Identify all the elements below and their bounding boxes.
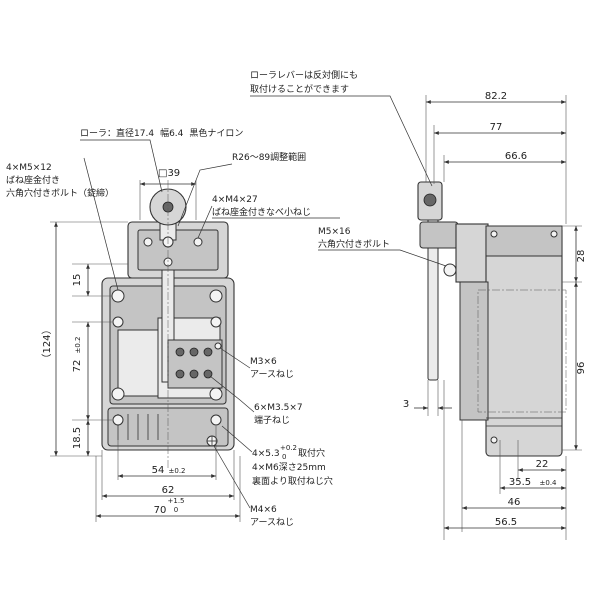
roller-lever-note-2: 取付けることができます (250, 83, 349, 95)
side-cover (459, 281, 489, 421)
dim-46: 46 (508, 497, 521, 508)
dim-124: （124） (41, 324, 53, 363)
mount-hole-tolerance-plus: +0.2 (280, 444, 297, 452)
front-view (101, 180, 235, 470)
head-screw (193, 237, 203, 247)
bolt-m5x12-label-2: ばね座金付き (6, 174, 60, 186)
terminal-screw (175, 347, 185, 357)
mount-m6-label: 4×M6深さ25mm (252, 462, 326, 473)
roller-lever-note-1: ローラレバーは反対側にも (250, 69, 358, 81)
dim-54-tolerance: ±0.2 (169, 467, 186, 475)
dim-56-5: 56.5 (495, 517, 517, 528)
lever-hub (419, 221, 459, 249)
bolt-m5x12-label-3: 六角穴付きボルト（錠締） (6, 187, 114, 199)
terminal-screw-label: 6×M3.5×7 (254, 403, 303, 413)
mount-back-label: 裏面より取付ねじ穴 (252, 475, 333, 487)
square-39: □39 (158, 168, 180, 179)
terminal-screw-label-2: 端子ねじ (254, 414, 290, 426)
cover-bolt (111, 387, 125, 401)
bolt-m5x16-label-2: 六角穴付きボルト (318, 238, 390, 250)
dim-18-5: 18.5 (72, 427, 83, 449)
earth-screw-m4x6-label-2: アースねじ (250, 517, 294, 528)
terminal-screw (189, 347, 199, 357)
mount-hole-suffix: 取付穴 (298, 447, 325, 459)
cover-window (117, 329, 159, 397)
head-panel (137, 229, 219, 271)
earth-screw-m3x6-label-2: アースねじ (250, 369, 294, 380)
screw-m4x27-label: 4×M4×27 (212, 195, 258, 205)
cover-bolt (209, 289, 223, 303)
dim-62: 62 (162, 485, 175, 496)
dim-70-tolerance-plus: +1.5 (168, 497, 185, 505)
mount-hole-tolerance-minus: 0 (282, 453, 286, 461)
r-adjust-range: R26～89調整範囲 (232, 151, 306, 163)
dim-22: 22 (536, 459, 549, 470)
dim-15: 15 (72, 274, 83, 287)
terminal-screw (175, 369, 185, 379)
terminal-screws (175, 347, 213, 379)
screw-m4x27-label-2: ばね座金付きなべ小ねじ (212, 206, 311, 218)
cover-bolt (111, 289, 125, 303)
terminal-block (167, 339, 223, 389)
cover-bolt (209, 387, 223, 401)
side-body (485, 225, 563, 457)
dim-96: 96 (576, 362, 587, 375)
dim-72-tolerance: ±0.2 (74, 337, 82, 354)
earth-screw-m4x6-label: M4×6 (250, 505, 277, 515)
mount-hole (112, 414, 124, 426)
side-screw (490, 230, 498, 238)
dim-35-5-tolerance: ±0.4 (540, 479, 558, 487)
side-body-top (485, 225, 563, 257)
terminal-screw (203, 347, 213, 357)
dim-70-tolerance-minus: 0 (174, 506, 178, 514)
mount-hole-label: 4×5.3 (252, 449, 280, 459)
mount-hole (210, 414, 222, 426)
side-roller-axle (423, 193, 437, 207)
mount-hole (210, 316, 222, 328)
bolt-m5x12-label: 4×M5×12 (6, 163, 52, 173)
dim-72: 72 (72, 360, 83, 373)
side-screw (550, 230, 558, 238)
front-dimensions: （124） 72 ±0.2 15 18.5 54 ±0.2 62 70 +1.5… (41, 221, 241, 522)
dim-3: 3 (403, 399, 409, 410)
terminal-screw (189, 369, 199, 379)
dim-70: 70 (154, 505, 167, 516)
dim-35-5: 35.5 (509, 477, 531, 488)
bolt-m5x16-label: M5×16 (318, 227, 351, 237)
side-screw (490, 436, 498, 444)
dim-28: 28 (576, 250, 587, 263)
dim-77: 77 (490, 122, 503, 133)
dim-54: 54 (152, 465, 165, 476)
side-head (455, 223, 489, 283)
side-view (417, 181, 567, 457)
dim-82-2: 82.2 (485, 91, 507, 102)
head-screw (143, 237, 153, 247)
dim-66-6: 66.6 (505, 151, 527, 162)
mount-hole (112, 316, 124, 328)
side-dimensions: 82.2 77 66.6 28 96 3 22 35.5 ±0.4 (403, 91, 587, 540)
earth-screw-m3 (214, 342, 222, 350)
earth-screw-m3x6-label: M3×6 (250, 357, 277, 367)
